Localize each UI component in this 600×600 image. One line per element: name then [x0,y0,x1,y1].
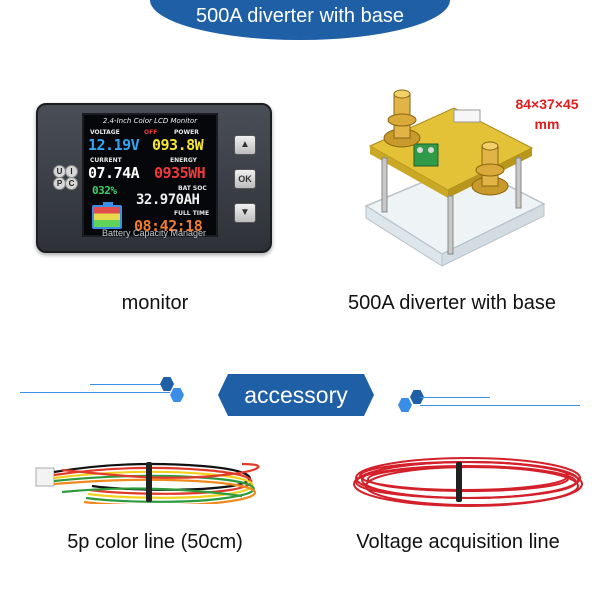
battery-monitor-device: U I P C 2.4-Inch Color LCD Monitor VOLTA… [36,103,272,253]
monitor-footer-label: Battery Capacity Manager [101,228,207,238]
shunt-diverter-image [364,89,546,267]
down-button[interactable]: ▼ [234,203,256,223]
energy-label: ENERGY [170,157,197,164]
power-label: POWER [174,129,199,136]
top-banner-title: 500A diverter with base [150,0,450,40]
current-value: 07.74A [88,164,140,182]
accessory-line-right-short [420,397,490,398]
voltage-line-caption: Voltage acquisition line [356,531,560,553]
off-label: OFF [144,129,158,136]
color-line-cable-image [35,462,260,504]
accessory-line-right [420,405,580,406]
lcd-screen: 2.4-Inch Color LCD Monitor VOLTAGE OFF P… [82,113,218,237]
power-value: 093.8W [152,136,204,154]
voltage-label: VOLTAGE [90,129,120,136]
capacity-value: 32.970AH [136,192,200,208]
dimension-size: 84×37×45 [515,96,579,112]
dimension-unit: mm [534,116,560,132]
up-button[interactable]: ▲ [234,135,256,155]
full-time-label: FULL TIME [174,210,210,217]
battery-level-icon [92,202,122,229]
accessory-line-left [20,392,170,393]
accessory-line-left-short [90,384,170,385]
accessory-heading: accessory [218,374,374,416]
lcd-title: 2.4-Inch Color LCD Monitor [102,117,198,125]
monitor-caption: monitor [121,292,189,314]
c-button[interactable]: C [65,177,78,190]
color-line-caption: 5p color line (50cm) [67,531,243,553]
bat-soc-label: BAT SOC [178,185,207,192]
diverter-caption: 500A diverter with base [348,292,556,314]
time-value: 08:42:18 [134,217,203,235]
voltage-line-cable-image [353,457,583,507]
soc-percent: 032% [92,184,117,197]
i-button[interactable]: I [65,165,78,178]
hexagon-icon [170,388,184,402]
current-label: CURRENT [90,157,122,164]
hexagon-icon [398,398,412,412]
diverter-dimensions: 84×37×45 mm [502,94,592,134]
ok-button[interactable]: OK [234,169,256,189]
hexagon-icon [410,390,424,404]
voltage-value: 12.19V [88,136,140,154]
energy-value: 0935WH [154,164,206,182]
hexagon-icon [160,377,174,391]
